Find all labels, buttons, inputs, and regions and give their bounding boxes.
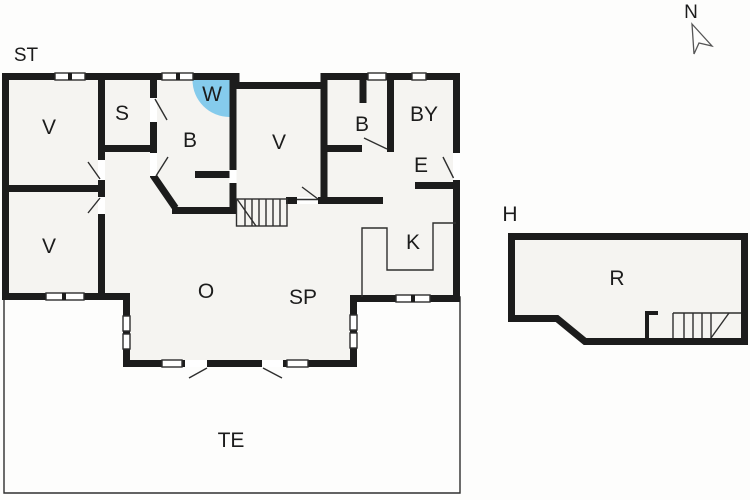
room-labels: ST V S W B V B BY E V K O SP TE H R [14,45,625,452]
stairs-break-line [236,198,257,227]
room-label-r: R [609,267,624,290]
room-label-v1: V [42,116,56,139]
room-label-b2: B [355,113,369,136]
main-staircase [235,198,288,227]
door-opening [98,160,105,180]
annex-partition [645,311,649,339]
door-swing [87,161,101,180]
window-mullion [62,293,66,300]
room-label-o: O [198,280,214,303]
window [367,72,387,81]
window [122,315,131,332]
window-mullion [411,295,415,302]
door-opening [98,197,105,214]
door-swing [87,197,101,214]
door-swing [155,156,169,177]
door-swing [442,156,455,179]
door-openings [98,98,460,367]
room-label-e: E [414,154,428,177]
door-opening [185,360,207,367]
window-mullion [68,73,72,80]
window [411,72,427,81]
room-label-s: S [115,102,129,125]
window [349,314,358,331]
door-swings [87,98,455,379]
window [161,359,183,368]
door-swing [188,367,208,379]
door-opening [453,153,460,180]
room-label-sp: SP [289,286,317,309]
door-opening [297,197,318,204]
door-swing [363,137,388,150]
annex-partition-hook [645,311,658,315]
north-label: N [684,2,698,23]
room-label-by: BY [410,103,438,126]
door-swing [154,98,168,121]
window-mullion [176,73,180,80]
stairs-break-line [710,312,730,339]
north-arrow-needle [691,22,714,55]
annex-building-outline [508,233,748,345]
room-label-v2: V [272,131,286,154]
annex-staircase [672,312,741,339]
door-opening [262,360,283,367]
north-arrow: N [684,2,714,55]
window [286,359,309,368]
kitchen-counter [361,222,456,297]
door-swing [301,186,319,200]
window [349,332,358,349]
stairs-outline [235,198,288,227]
room-label-b1: B [183,129,197,152]
door-opening [150,98,157,122]
annex-interior [645,311,741,339]
site-label: ST [14,45,39,66]
door-opening [150,153,157,176]
stairs-treads [683,313,712,338]
annex-label: H [502,203,517,226]
windows [45,72,431,368]
room-label-te: TE [218,429,245,452]
window [122,333,131,350]
stairs-treads [244,199,281,226]
door-opening [229,170,237,183]
whirlpool-corner [192,80,230,117]
door-swing [262,367,283,379]
room-label-k: K [406,231,420,254]
room-label-w: W [202,83,222,106]
room-label-v3: V [42,235,56,258]
